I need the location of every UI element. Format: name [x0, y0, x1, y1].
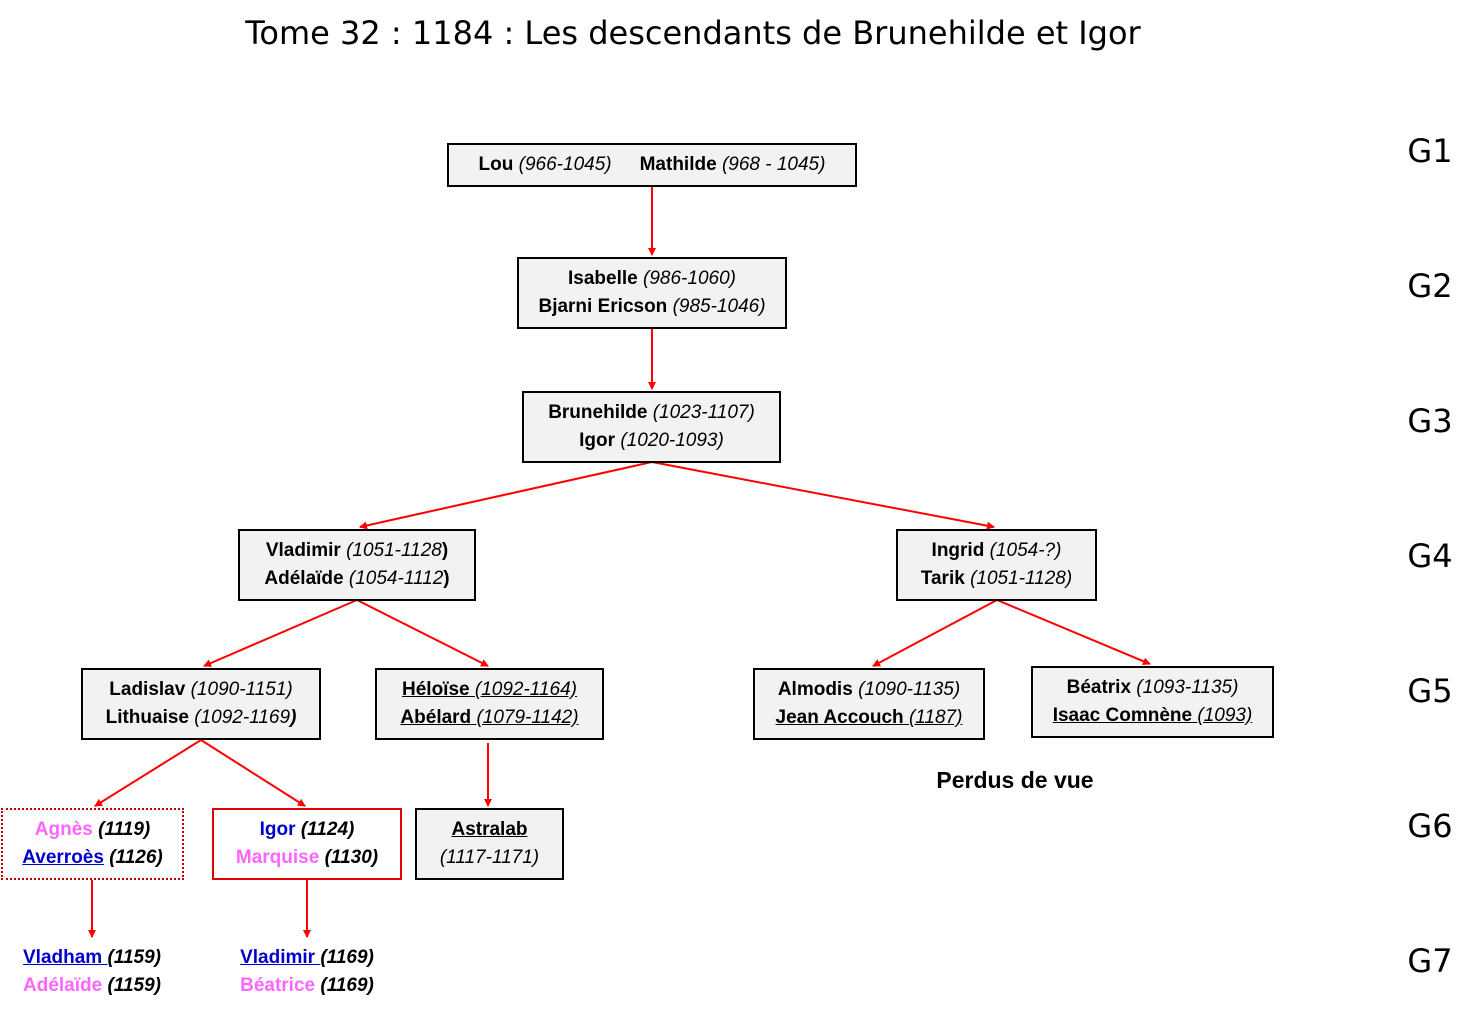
node-almodis-jean: Almodis (1090-1135) Jean Accouch (1187): [753, 668, 985, 740]
generation-label-g1: G1: [1407, 132, 1453, 170]
person-beatrix: Béatrix (1093-1135): [1066, 677, 1239, 698]
arrow-g3-vladimir: [359, 461, 653, 530]
generation-label-g2: G2: [1407, 267, 1453, 305]
person-bjarni-ericson: Bjarni Ericson (985-1046): [538, 296, 766, 317]
person-marquise: Marquise (1130): [235, 847, 379, 868]
node-ladislav-lithuaise: Ladislav (1090-1151) Lithuaise (1092-116…: [81, 668, 321, 740]
generation-label-g4: G4: [1407, 537, 1453, 575]
person-averroes: Averroès (1126): [22, 847, 163, 868]
node-astralab: Astralab (1117-1171): [415, 808, 564, 880]
arrow-vladimir-ladislav: [203, 599, 358, 667]
generation-label-g3: G3: [1407, 402, 1453, 440]
node-vladimir-adelaide: Vladimir (1051-1128) Adélaïde (1054-1112…: [238, 529, 476, 601]
person-astralab: Astralab: [451, 819, 528, 840]
arrow-ingrid-almodis: [872, 599, 998, 667]
person-brunehilde: Brunehilde (1023-1107): [548, 402, 755, 423]
node-vladimir-beatrice: Vladimir (1169) Béatrice (1169): [212, 940, 402, 1004]
node-vladham-adelaide: Vladham (1159) Adélaïde (1159): [0, 940, 184, 1004]
person-agnes: Agnès (1119): [34, 819, 151, 840]
generation-label-g5: G5: [1407, 672, 1453, 710]
arrow-ingrid-beatrix: [996, 599, 1151, 665]
person-igor-g6: Igor (1124): [259, 819, 355, 840]
person-ladislav: Ladislav (1090-1151): [109, 679, 293, 700]
arrow-ladislav-agnes: [94, 739, 202, 807]
person-isabelle: Isabelle (986-1060): [568, 268, 736, 289]
diagram-title: Tome 32 : 1184 : Les descendants de Brun…: [245, 14, 1141, 52]
person-tarik: Tarik (1051-1128): [920, 568, 1073, 589]
lost-contact-note: Perdus de vue: [936, 767, 1094, 793]
person-abelard: Abélard (1079-1142): [400, 707, 579, 728]
person-jean-accouch: Jean Accouch (1187): [775, 707, 963, 728]
person-isaac-comnene: Isaac Comnène (1093): [1052, 705, 1253, 726]
person-ingrid: Ingrid (1054-?): [931, 540, 1062, 561]
person-lithuaise: Lithuaise (1092-1169): [105, 707, 297, 728]
arrow-vladimir-heloise: [356, 599, 489, 667]
astralab-dates: (1117-1171): [439, 847, 540, 868]
person-heloise: Héloïse (1092-1164): [402, 679, 577, 700]
node-heloise-abelard: Héloïse (1092-1164) Abélard (1079-1142): [375, 668, 604, 740]
person-mathilde: Mathilde (968 - 1045): [639, 154, 826, 175]
person-beatrice: Béatrice (1169): [240, 975, 374, 996]
node-beatrix-isaac: Béatrix (1093-1135) Isaac Comnène (1093): [1031, 666, 1274, 738]
person-adelaide: Adélaïde (1054-1112): [264, 568, 450, 589]
arrow-ladislav-igor: [200, 739, 306, 807]
person-vladimir-g7: Vladimir (1169): [240, 947, 374, 968]
node-ingrid-tarik: Ingrid (1054-?) Tarik (1051-1128): [896, 529, 1097, 601]
node-igor-marquise: Igor (1124) Marquise (1130): [212, 808, 402, 880]
person-vladham: Vladham (1159): [23, 947, 161, 968]
node-agnes-averroes: Agnès (1119) Averroès (1126): [1, 808, 184, 880]
person-vladimir: Vladimir (1051-1128): [265, 540, 449, 561]
person-igor: Igor (1020-1093): [579, 430, 724, 451]
person-adelaide-g7: Adélaïde (1159): [23, 975, 161, 996]
person-almodis: Almodis (1090-1135): [777, 679, 961, 700]
node-brunehilde-igor: Brunehilde (1023-1107) Igor (1020-1093): [522, 391, 781, 463]
generation-label-g7: G7: [1407, 942, 1453, 980]
arrow-g3-ingrid: [651, 461, 995, 530]
person-lou: Lou (966-1045): [478, 154, 612, 175]
generation-label-g6: G6: [1407, 807, 1453, 845]
node-lou-mathilde: Lou (966-1045) Mathilde (968 - 1045): [447, 143, 857, 187]
node-isabelle-bjarni: Isabelle (986-1060) Bjarni Ericson (985-…: [517, 257, 787, 329]
